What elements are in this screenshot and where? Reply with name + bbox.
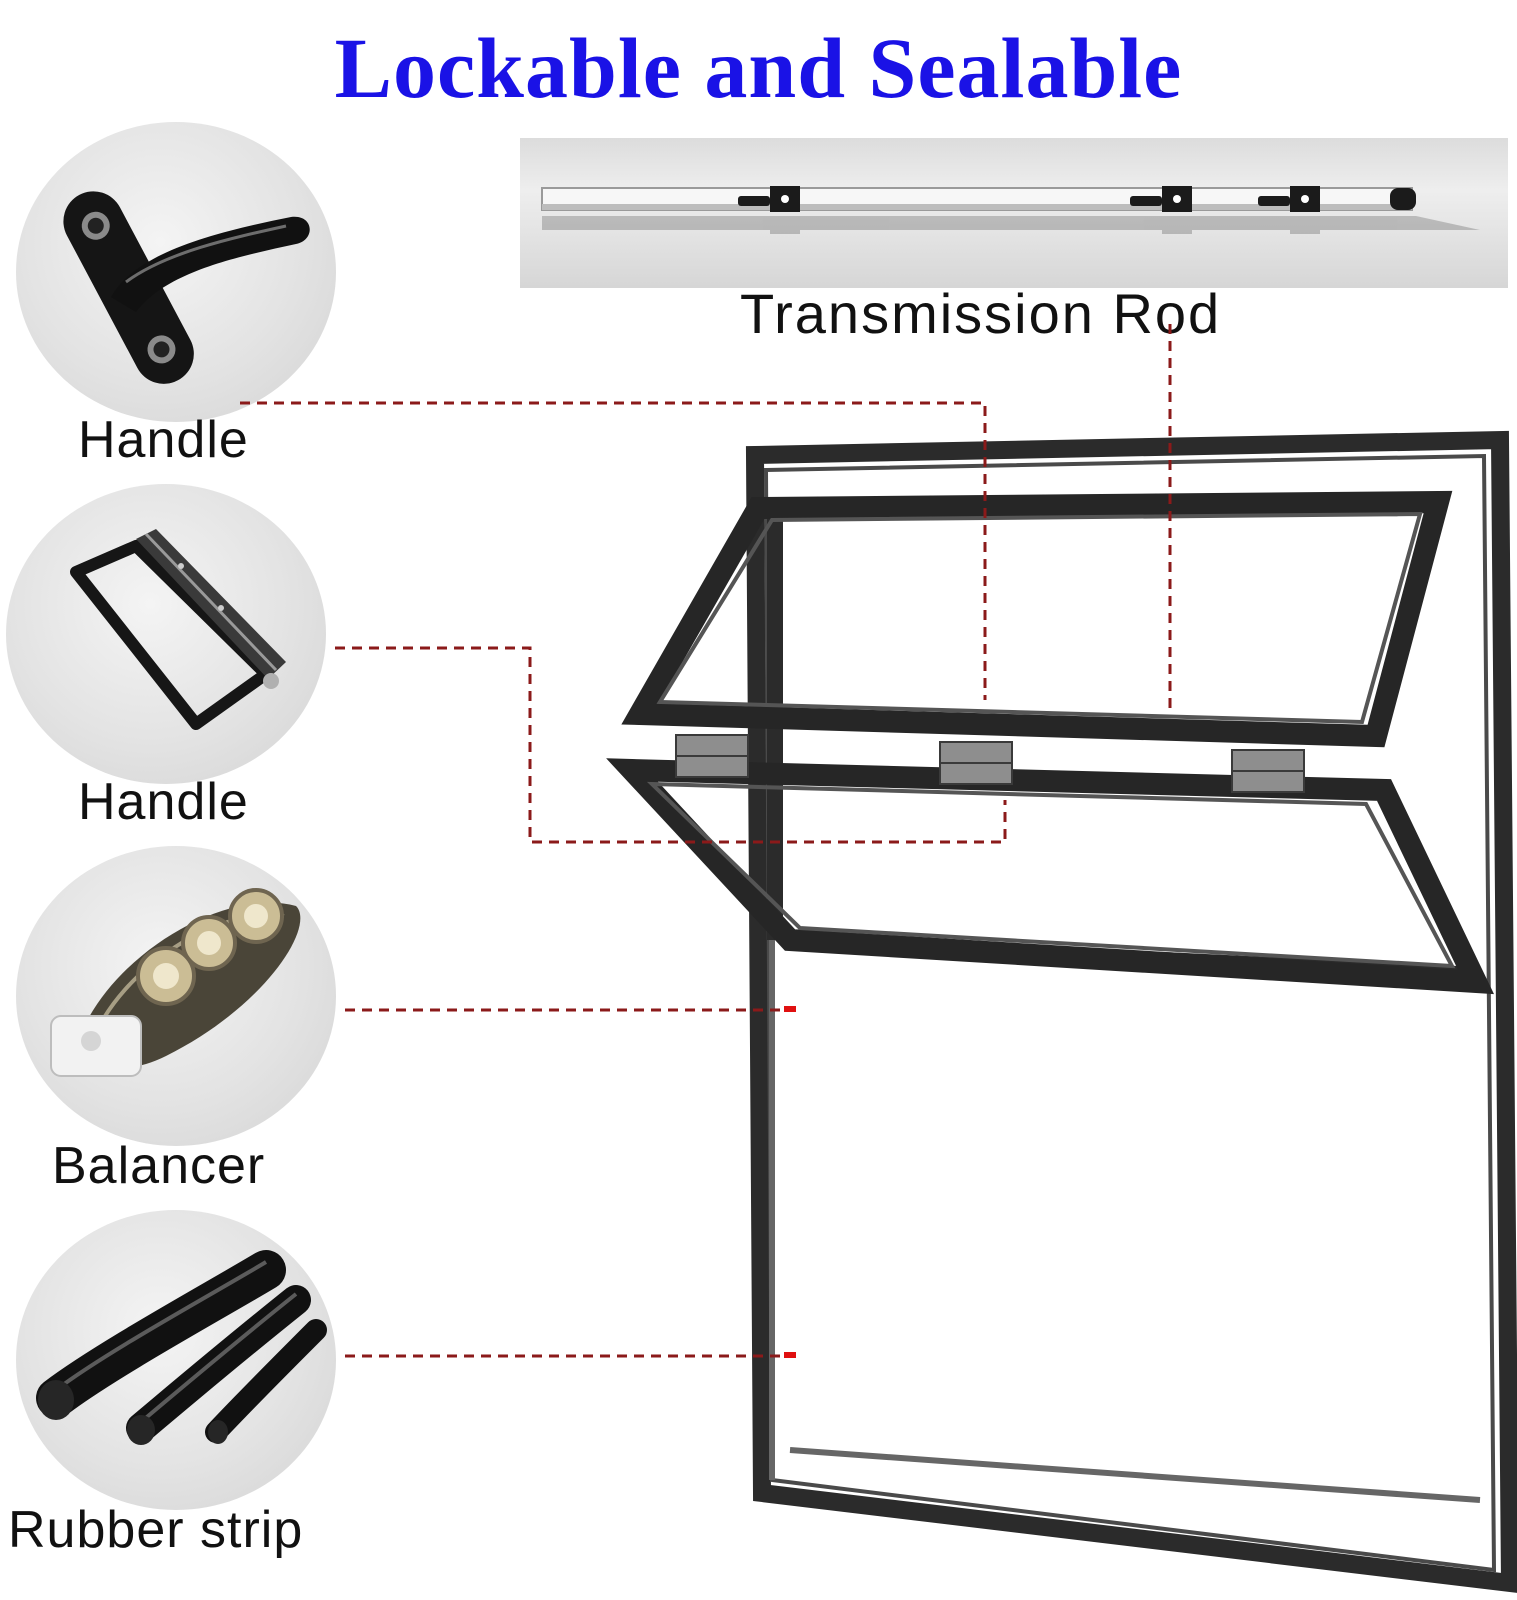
handle-image-2: [6, 484, 326, 784]
leader-lines: [240, 324, 1172, 1358]
handle-label-2: Handle: [78, 773, 249, 831]
balancer-label: Balancer: [52, 1137, 266, 1195]
window-frame: [745, 430, 1517, 1593]
lower-sash: [606, 758, 1495, 995]
handle-image-1: [16, 122, 336, 422]
balancer-image: [16, 846, 336, 1146]
transmission-rod-image: [520, 138, 1508, 288]
rubber-strip-image: [16, 1210, 336, 1510]
handle-label-1: Handle: [78, 411, 249, 469]
upper-sash: [621, 490, 1453, 748]
rubber-strip-label: Rubber strip: [8, 1501, 304, 1559]
page-title: Lockable and Sealable: [334, 20, 1183, 116]
transmission-rod-label: Transmission Rod: [740, 282, 1222, 345]
leader-markers: [784, 1006, 796, 1358]
